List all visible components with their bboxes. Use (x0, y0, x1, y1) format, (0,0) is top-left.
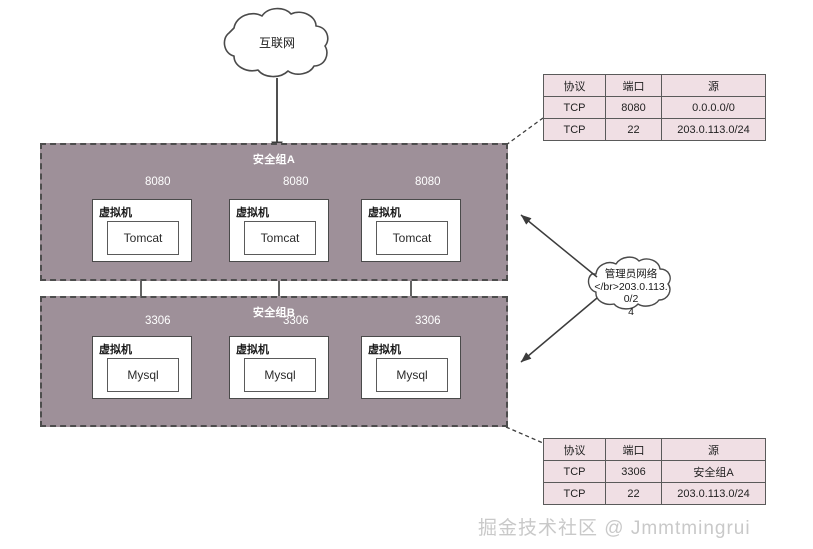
table-row: TCP 22 203.0.113.0/24 (543, 482, 766, 505)
group-a-table-connector (505, 117, 544, 146)
port-label-8080-3: 8080 (415, 176, 441, 188)
port-label-3306-3: 3306 (415, 315, 441, 327)
security-group-a-label: 安全组A (252, 154, 296, 166)
rules-table-group-b: 协议 端口 源 TCP 3306 安全组A TCP 22 203.0.113.0… (543, 438, 766, 505)
cell-port: 22 (605, 482, 662, 505)
header-source: 源 (661, 438, 766, 461)
app-box-mysql-1: Mysql (107, 358, 179, 392)
cell-port: 8080 (605, 96, 662, 119)
table-header-row: 协议 端口 源 (543, 438, 766, 461)
cell-protocol: TCP (543, 118, 606, 141)
app-box-tomcat-2: Tomcat (244, 221, 316, 255)
app-box-mysql-3: Mysql (376, 358, 448, 392)
cell-source: 0.0.0.0/0 (661, 96, 766, 119)
vm-mysql-3-label: 虚拟机 (368, 344, 401, 356)
cell-source: 安全组A (661, 460, 766, 483)
port-label-3306-1: 3306 (145, 315, 171, 327)
header-protocol: 协议 (543, 74, 606, 97)
security-group-b-label: 安全组B (252, 307, 296, 319)
vm-mysql-2[interactable]: 虚拟机 Mysql (229, 336, 329, 399)
app-box-mysql-2: Mysql (244, 358, 316, 392)
vm-mysql-1[interactable]: 虚拟机 Mysql (92, 336, 192, 399)
cell-source: 203.0.113.0/24 (661, 482, 766, 505)
vm-tomcat-2[interactable]: 虚拟机 Tomcat (229, 199, 329, 262)
admin-to-group-a-arrow (520, 214, 598, 278)
port-label-3306-2: 3306 (283, 315, 309, 327)
group-b-table-connector (505, 426, 544, 444)
vm-tomcat-3[interactable]: 虚拟机 Tomcat (361, 199, 461, 262)
admin-cloud-label-line2: </br>203.0.113.0/2 (594, 280, 668, 306)
vm-mysql-1-label: 虚拟机 (99, 344, 132, 356)
cell-protocol: TCP (543, 482, 606, 505)
vm-tomcat-1[interactable]: 虚拟机 Tomcat (92, 199, 192, 262)
vm-mysql-3[interactable]: 虚拟机 Mysql (361, 336, 461, 399)
watermark-text: 掘金技术社区 @ Jmmtmingrui (478, 518, 751, 539)
vm-tomcat-2-label: 虚拟机 (236, 207, 269, 219)
admin-to-group-b-arrow (520, 297, 598, 363)
vm-mysql-2-label: 虚拟机 (236, 344, 269, 356)
admin-network-cloud-icon (587, 256, 671, 310)
cell-port: 3306 (605, 460, 662, 483)
table-row: TCP 3306 安全组A (543, 460, 766, 483)
header-protocol: 协议 (543, 438, 606, 461)
internet-cloud-icon (223, 7, 329, 78)
table-header-row: 协议 端口 源 (543, 74, 766, 97)
admin-cloud-label: 管理员网络 </br>203.0.113.0/2 4 (592, 268, 670, 318)
app-box-tomcat-1: Tomcat (107, 221, 179, 255)
cell-source: 203.0.113.0/24 (661, 118, 766, 141)
admin-cloud-label-line1: 管理员网络 (604, 268, 658, 280)
header-port: 端口 (605, 438, 662, 461)
port-label-8080-2: 8080 (283, 176, 309, 188)
port-label-8080-1: 8080 (145, 176, 171, 188)
header-source: 源 (661, 74, 766, 97)
cell-protocol: TCP (543, 460, 606, 483)
internet-cloud-label: 互联网 (258, 36, 295, 50)
table-row: TCP 8080 0.0.0.0/0 (543, 96, 766, 119)
table-row: TCP 22 203.0.113.0/24 (543, 118, 766, 141)
app-box-tomcat-3: Tomcat (376, 221, 448, 255)
rules-table-group-a: 协议 端口 源 TCP 8080 0.0.0.0/0 TCP 22 203.0.… (543, 74, 766, 141)
header-port: 端口 (605, 74, 662, 97)
vm-tomcat-1-label: 虚拟机 (99, 207, 132, 219)
cell-protocol: TCP (543, 96, 606, 119)
admin-cloud-label-line3: 4 (628, 305, 634, 318)
vm-tomcat-3-label: 虚拟机 (368, 207, 401, 219)
cell-port: 22 (605, 118, 662, 141)
